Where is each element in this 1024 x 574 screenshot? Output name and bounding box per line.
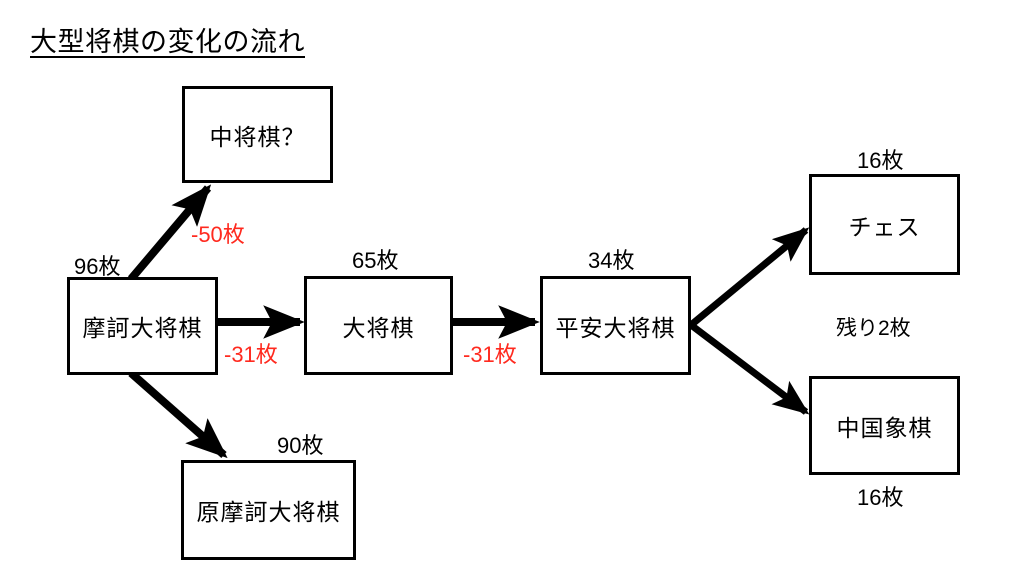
edge-label-maka-to-dai: -31枚	[224, 342, 278, 367]
edge-label-dai-to-heian: -31枚	[463, 342, 517, 367]
node-heian-dai[interactable]: 平安大将棋	[540, 276, 691, 375]
edge-maka-to-gen-maka	[128, 369, 228, 459]
node-gen-maka-dai[interactable]: 原摩訶大将棋	[181, 460, 356, 560]
count-label-maka-dai: 96枚	[74, 254, 121, 279]
count-label-chess: 16枚	[857, 148, 904, 173]
node-dai-shogi-label: 大将棋	[342, 314, 415, 341]
edge-heian-to-xiangqi	[688, 322, 810, 415]
node-heian-dai-label: 平安大将棋	[555, 314, 676, 341]
node-chess[interactable]: チェス	[809, 174, 960, 275]
node-gen-maka-dai-label: 原摩訶大将棋	[196, 499, 341, 525]
page-title: 大型将棋の変化の流れ	[30, 27, 305, 57]
note-label-remaining: 残り2枚	[836, 317, 911, 340]
edge-label-to-chu-shogi: -50枚	[191, 222, 245, 247]
count-label-heian-dai: 34枚	[588, 248, 635, 273]
count-label-gen-maka-dai: 90枚	[277, 433, 324, 458]
node-maka-dai-label: 摩訶大将棋	[82, 315, 203, 341]
node-maka-dai[interactable]: 摩訶大将棋	[67, 277, 218, 375]
count-label-xiangqi: 16枚	[857, 485, 904, 510]
node-xiangqi[interactable]: 中国象棋	[809, 376, 960, 475]
node-chu-shogi[interactable]: 中将棋？	[182, 86, 333, 183]
node-chu-shogi-label: 中将棋？	[209, 123, 306, 150]
count-label-dai-shogi: 65枚	[352, 248, 399, 273]
node-dai-shogi[interactable]: 大将棋	[304, 276, 453, 375]
edge-heian-to-chess	[688, 227, 810, 328]
node-chess-label: チェス	[848, 213, 921, 240]
edge-maka-to-chu	[127, 184, 212, 282]
node-xiangqi-label: 中国象棋	[836, 414, 933, 441]
